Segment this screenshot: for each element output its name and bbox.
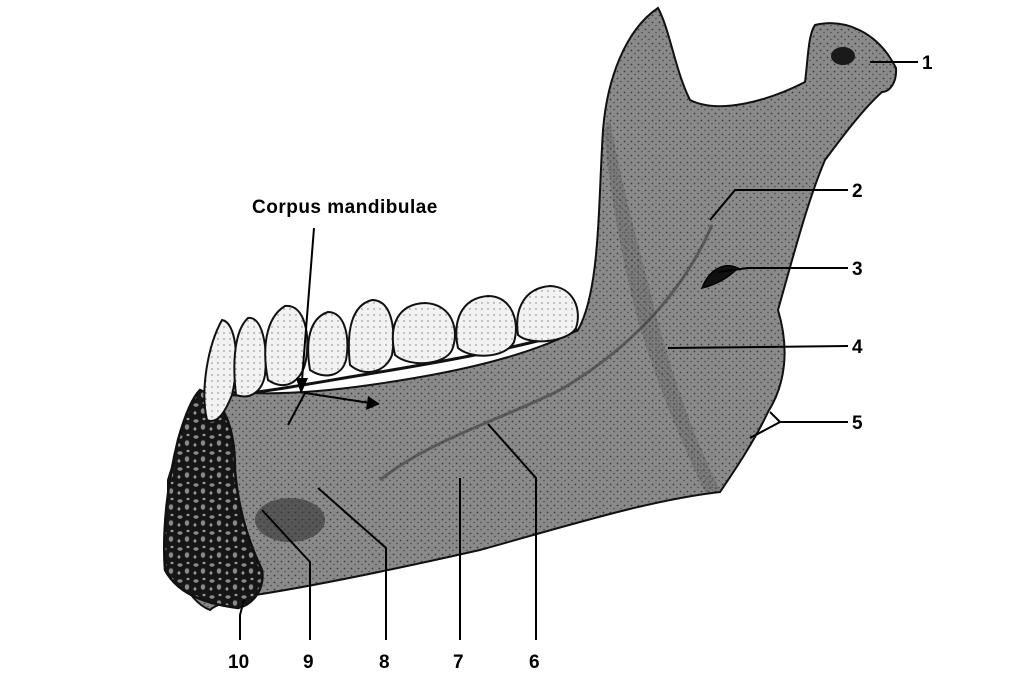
leader-2 — [709, 189, 848, 221]
leader-3 — [717, 267, 848, 273]
premolar-tooth-1 — [264, 304, 309, 387]
label-2: 2 — [852, 181, 863, 202]
heading-pointer — [287, 227, 380, 426]
mental-protuberance-shadow — [255, 498, 325, 542]
spongy-bone-section — [162, 388, 264, 610]
oblique-line — [379, 224, 714, 482]
canine-tooth — [233, 316, 267, 398]
leader-5b — [749, 421, 781, 439]
leader-10 — [239, 599, 245, 640]
leader-6 — [487, 423, 537, 640]
condyle-head — [831, 47, 855, 65]
label-3: 3 — [852, 259, 863, 280]
leader-9 — [261, 509, 311, 640]
label-6: 6 — [529, 652, 540, 673]
label-9: 9 — [303, 652, 314, 673]
alveolar-margin — [231, 328, 579, 397]
numeric-labels: 1 2 3 4 5 6 7 8 9 10 — [228, 53, 933, 673]
incisor-tooth — [203, 318, 238, 422]
molar-tooth-3 — [455, 294, 517, 357]
molar-tooth-4 — [516, 284, 579, 343]
leader-lines — [239, 61, 918, 640]
mandible-bone — [167, 6, 898, 612]
ramus-shadow — [604, 120, 720, 492]
premolar-tooth-2 — [307, 310, 349, 377]
label-1: 1 — [922, 53, 933, 74]
diagram-heading: Corpus mandibulae — [252, 197, 438, 218]
label-8: 8 — [379, 652, 390, 673]
leader-5 — [769, 411, 848, 423]
teeth — [203, 284, 579, 422]
label-10: 10 — [228, 652, 249, 673]
leader-4 — [667, 345, 849, 349]
molar-tooth-2 — [391, 301, 456, 365]
label-7: 7 — [453, 652, 464, 673]
leader-8 — [317, 487, 387, 640]
label-4: 4 — [852, 337, 863, 358]
label-5: 5 — [852, 413, 863, 434]
molar-tooth-1 — [347, 298, 395, 374]
